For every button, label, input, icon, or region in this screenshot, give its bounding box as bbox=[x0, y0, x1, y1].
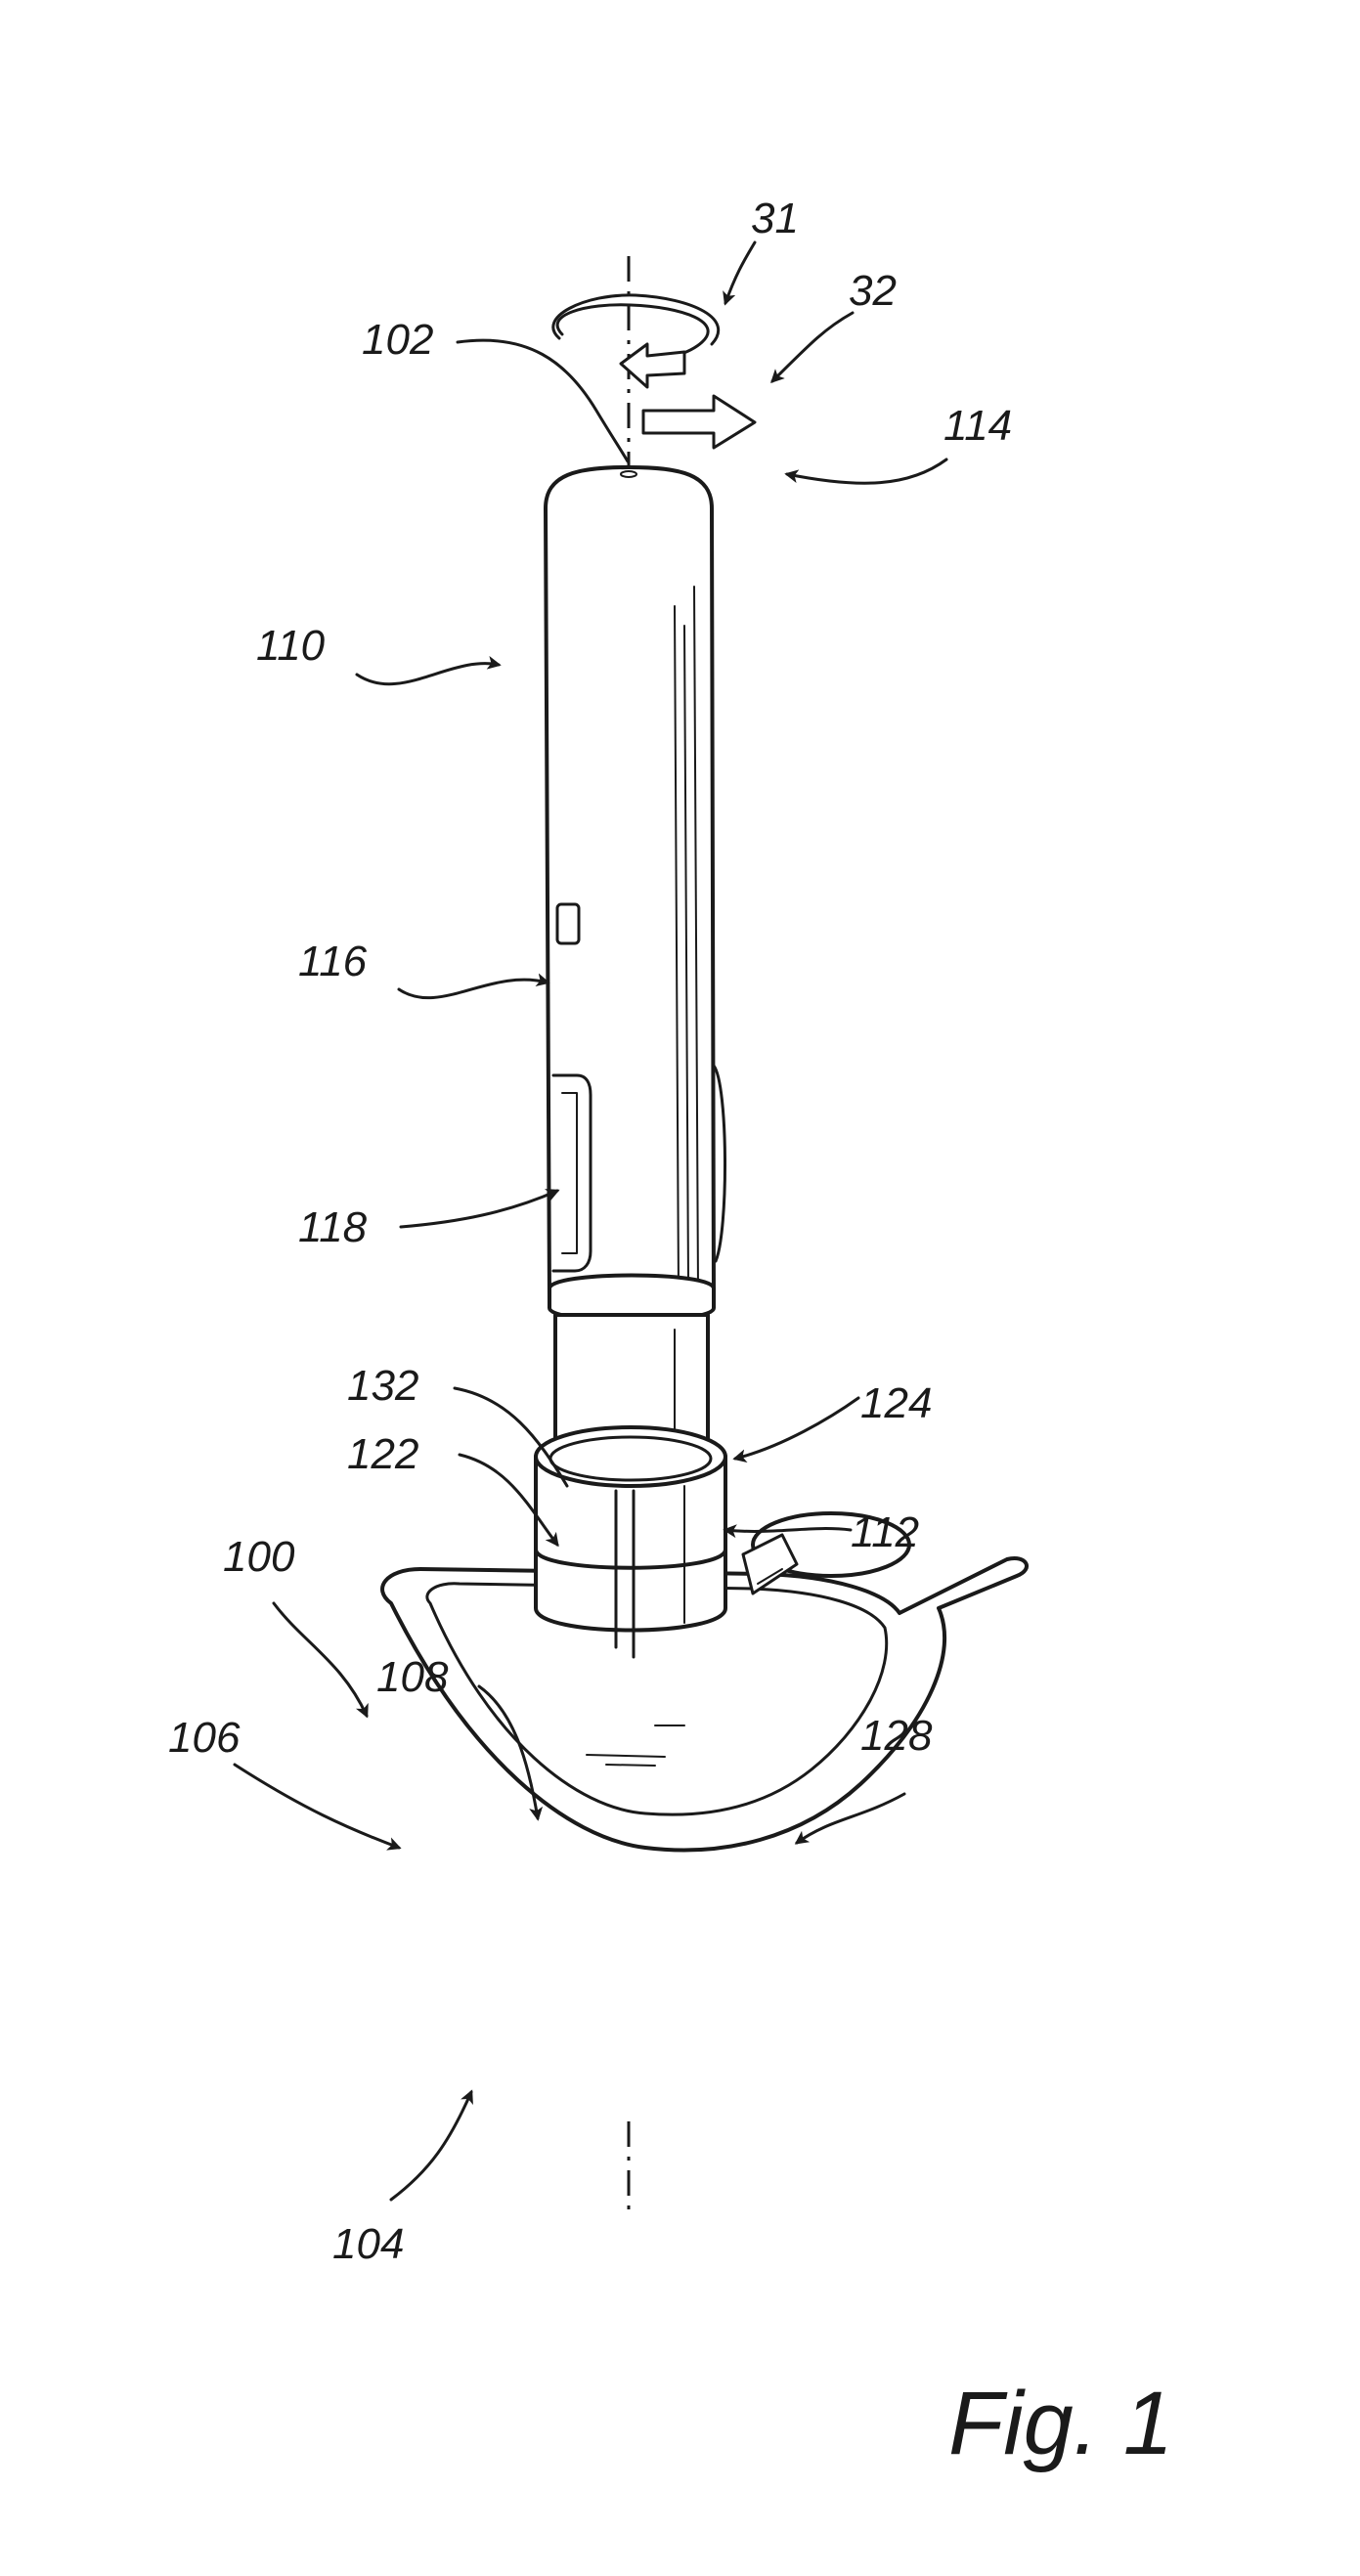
leader-lines bbox=[233, 240, 948, 2202]
translation-arrow bbox=[641, 394, 757, 450]
label-106: 106 bbox=[168, 1714, 241, 1762]
label-100: 100 bbox=[223, 1533, 295, 1581]
label-118: 118 bbox=[298, 1203, 368, 1251]
label-108: 108 bbox=[376, 1653, 449, 1701]
rotation-arrow bbox=[551, 293, 721, 389]
label-110: 110 bbox=[256, 622, 326, 670]
pen-injector-body bbox=[544, 465, 727, 1302]
figure-caption: Fig. 1 bbox=[948, 2374, 1173, 2473]
label-116: 116 bbox=[298, 938, 368, 985]
label-128: 128 bbox=[860, 1712, 933, 1760]
label-132: 132 bbox=[347, 1362, 418, 1410]
label-122: 122 bbox=[347, 1430, 418, 1478]
label-104: 104 bbox=[332, 2220, 404, 2268]
label-114: 114 bbox=[943, 402, 1012, 450]
label-31: 31 bbox=[751, 195, 799, 242]
label-32: 32 bbox=[849, 267, 897, 315]
label-112: 112 bbox=[851, 1508, 919, 1556]
label-102: 102 bbox=[362, 316, 433, 364]
base-adapter bbox=[380, 1556, 1029, 1853]
cup-holder bbox=[534, 1425, 727, 1659]
label-124: 124 bbox=[860, 1379, 932, 1427]
